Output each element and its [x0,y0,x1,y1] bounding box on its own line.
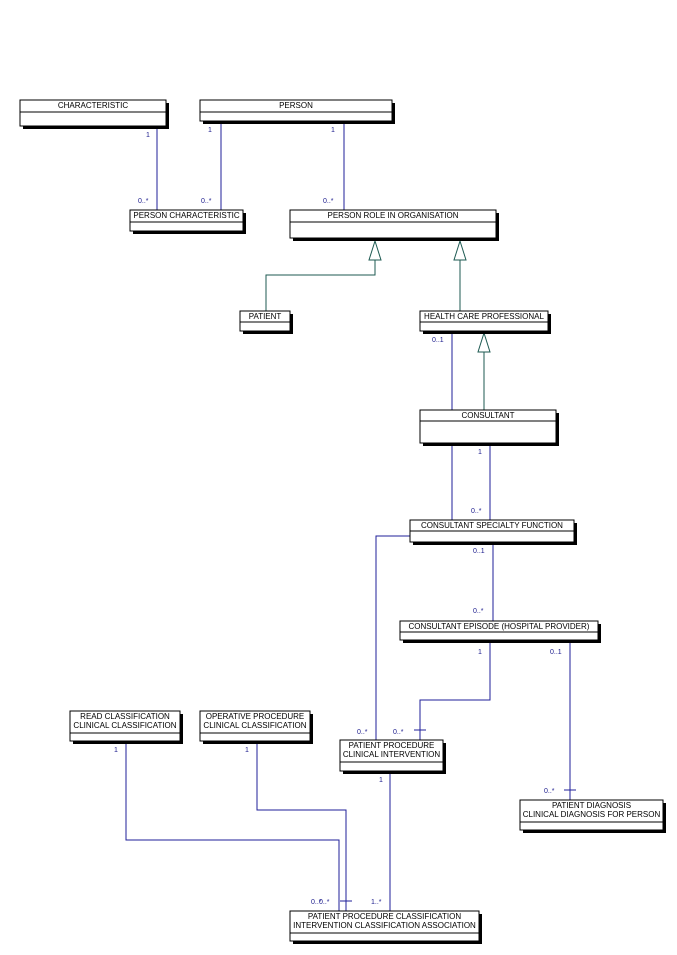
mult-episode-diag-target: 0..* [544,788,555,795]
entity-name-line: CLINICAL CLASSIFICATION [203,721,306,730]
entities: CHARACTERISTIC PERSON PERSON CHARACTERISTI… [19,99,666,944]
entity-box [419,310,549,332]
entity-name-line: PERSON ROLE IN ORGANISATION [328,211,459,220]
mult-person-1-pc: 1 [208,127,212,134]
mult-person-1-role: 1 [331,127,335,134]
assoc-op-class-ppc [256,741,347,911]
entity-box [19,99,167,127]
entity-csf: CONSULTANT SPECIALTY FUNCTION [409,519,577,545]
assoc-episode-patient-procedure [419,640,491,740]
entity-name-line: CONSULTANT SPECIALTY FUNCTION [421,521,563,530]
gen-arrow-hcp [453,239,467,261]
mult-op-ppc: 0..* [319,899,330,906]
entity-box [199,99,393,122]
entity-name-line: READ CLASSIFICATION [80,712,170,721]
entity-patient: PATIENT [239,310,293,334]
entity-person-characteristic: PERSON CHARACTERISTIC [129,209,246,234]
mult-csf-episode-target: 0..* [473,608,484,615]
entity-name-line: CHARACTERISTIC [58,101,128,110]
gen-patient-person-role [265,260,376,311]
entity-box [199,710,311,742]
entity-characteristic: CHARACTERISTIC [19,99,169,129]
mult-hcp-pp-target: 0..* [357,729,368,736]
entity-name-line: PATIENT [249,312,282,321]
entity-name-line: PATIENT PROCEDURE [349,741,435,750]
entity-box [419,409,557,444]
entity-box [289,209,497,239]
mult-consultant-csf: 0..* [471,508,482,515]
entity-person-role: PERSON ROLE IN ORGANISATION [289,209,499,241]
generalization-lines [265,239,491,410]
entity-name-line: OPERATIVE PROCEDURE [206,712,305,721]
entity-ppc: PATIENT PROCEDURE CLASSIFICATIONINTERVEN… [289,910,482,944]
entity-name-line: CLINICAL DIAGNOSIS FOR PERSON [523,810,661,819]
mult-pp-ppc: 1..* [371,899,382,906]
entity-name-line: CLINICAL CLASSIFICATION [73,721,176,730]
entity-episode: CONSULTANT EPISODE (HOSPITAL PROVIDER) [399,620,601,643]
mult-consultant-1: 1 [478,449,482,456]
entity-box [399,620,599,641]
entity-name-line: HEALTH CARE PROFESSIONAL [424,312,544,321]
assoc-read-class-ppc [125,741,340,911]
entity-box [339,739,444,772]
entity-box [519,799,664,831]
entity-name-line: PATIENT DIAGNOSIS [552,801,631,810]
entity-box [69,710,181,742]
mult-episode-pp-source: 1 [478,649,482,656]
entity-name-line: PERSON CHARACTERISTIC [133,211,239,220]
mult-episode-diag-source: 0..1 [550,649,562,656]
mult-char-pc: 0..* [138,198,149,205]
mult-hcp-pp-source: 0..1 [432,337,444,344]
mult-pp-1: 1 [379,777,383,784]
gen-arrow-consultant [477,331,491,353]
entity-box [239,310,291,332]
entity-name-line: CLINICAL INTERVENTION [343,750,441,759]
mult-episode-pp-target: 0..* [393,729,404,736]
mult-person-pc: 0..* [201,198,212,205]
entity-name-line: PATIENT PROCEDURE CLASSIFICATION [308,912,461,921]
mult-csf-episode-source: 0..1 [473,548,485,555]
entity-box [289,910,480,942]
multiplicity-labels: 1 0..* 1 0..* 1 0..* 0..1 0..* 1 0..* 0.… [114,127,562,906]
entity-name-line: INTERVENTION CLASSIFICATION ASSOCIATION [293,921,476,930]
entity-box [129,209,244,232]
mult-read-1: 1 [114,747,118,754]
entity-name-line: CONSULTANT EPISODE (HOSPITAL PROVIDER) [409,622,590,631]
entity-name-line: CONSULTANT [461,411,514,420]
entity-person: PERSON [199,99,395,124]
gen-arrow-patient [368,239,382,261]
mult-op-1: 1 [245,747,249,754]
entity-consultant: CONSULTANT [419,409,559,446]
mult-char-1: 1 [146,132,150,139]
mult-person-role: 0..* [323,198,334,205]
mult-read-ppc: 0..* [311,899,322,906]
entity-hcp: HEALTH CARE PROFESSIONAL [419,310,551,334]
entity-name-line: PERSON [279,101,313,110]
